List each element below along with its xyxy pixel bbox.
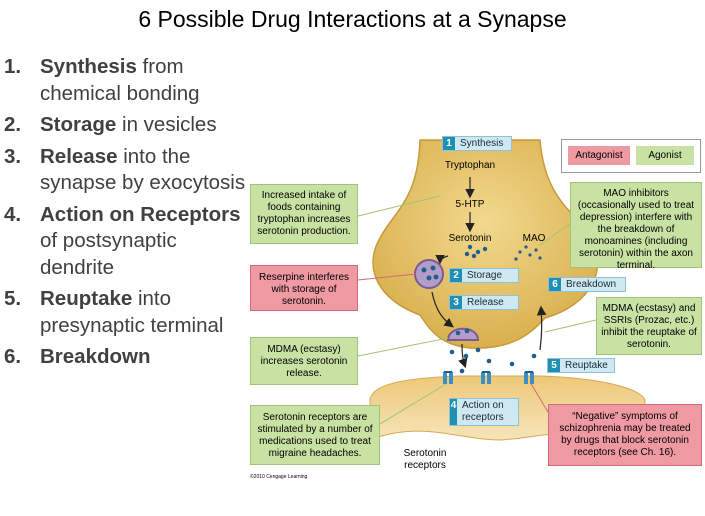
- connector-line: [357, 337, 449, 357]
- step-item: 5. Reuptake into presynaptic terminal: [4, 286, 250, 339]
- step-number: 4.: [4, 202, 22, 226]
- tag-number: 4: [450, 399, 457, 425]
- serotonin-dot: [426, 275, 432, 281]
- legend-antagonist: Antagonist: [568, 146, 630, 165]
- serotonin-dot: [471, 253, 477, 259]
- step-description: into the synapse by exocytosis: [40, 144, 246, 195]
- serotonin-dot: [430, 265, 436, 271]
- serotonin-dot: [449, 349, 455, 355]
- metabolite-dot: [518, 250, 522, 254]
- connector-line: [357, 195, 441, 217]
- tag-label: Breakdown: [566, 279, 617, 290]
- legend: Antagonist Agonist: [561, 139, 701, 173]
- step-number: 1.: [4, 55, 22, 78]
- step-item: 2. Storage in vesicles: [4, 112, 250, 139]
- serotonin-dot: [482, 246, 488, 252]
- tag-number: 2: [450, 269, 462, 282]
- storage-vesicle: [414, 259, 444, 289]
- serotonin-receptor: [481, 371, 491, 384]
- annotation-receptors-migraine: Serotonin receptors are stimulated by a …: [250, 405, 380, 465]
- metabolite-dot: [514, 257, 518, 261]
- step-number: 3.: [4, 144, 22, 168]
- serotonin-dot: [455, 330, 461, 336]
- step-item: 6. Breakdown: [4, 344, 250, 371]
- step-keyword: Action on Receptors: [40, 202, 241, 226]
- serotonin-label: Serotonin: [448, 233, 492, 244]
- tag-storage: 2 Storage: [449, 268, 519, 283]
- tryptophan-label: Tryptophan: [444, 160, 496, 171]
- annotation-mao-inhibitors: MAO inhibitors (occasionally used to tre…: [570, 182, 702, 271]
- serotonin-receptor: [443, 371, 453, 384]
- serotonin-dot: [464, 328, 470, 334]
- step-item: 4. Action on Receptors of postsynaptic d…: [4, 202, 250, 282]
- step-number: 2.: [4, 113, 22, 136]
- receptors-label: Serotonin receptors: [403, 448, 447, 471]
- step-description: in vesicles: [116, 113, 217, 136]
- step-keyword: Breakdown: [40, 345, 151, 368]
- tag-number: 5: [548, 359, 560, 372]
- step-number: 6.: [4, 345, 22, 368]
- tag-action: 4 Action on receptors: [449, 398, 519, 426]
- annotation-reserpine: Reserpine interferes with storage of ser…: [250, 265, 358, 311]
- tag-number: 6: [549, 278, 561, 291]
- step-list: 1. Synthesis from chemical bonding 2. St…: [4, 54, 250, 376]
- step-keyword: Reuptake: [40, 287, 133, 310]
- connector-line: [529, 381, 549, 413]
- legend-agonist: Agonist: [636, 146, 694, 165]
- tag-label: Synthesis: [460, 138, 504, 149]
- serotonin-receptor: [524, 371, 534, 384]
- serotonin-dot: [433, 274, 439, 280]
- mao-label: MAO: [522, 233, 546, 244]
- annotation-mdma-ssri: MDMA (ecstasy) and SSRIs (Prozac, etc.) …: [596, 297, 702, 355]
- serotonin-dot: [467, 244, 473, 250]
- exocytosis-arrow: [458, 343, 468, 369]
- step-item: 1. Synthesis from chemical bonding: [4, 54, 250, 107]
- tag-label: Storage: [467, 270, 503, 281]
- tag-number: 3: [450, 296, 462, 309]
- connector-line: [544, 319, 597, 333]
- five-htp-label: 5-HTP: [455, 199, 485, 210]
- tag-synthesis: 1 Synthesis: [442, 136, 512, 151]
- tag-label: Action on receptors: [461, 400, 504, 423]
- tag-label: Reuptake: [565, 360, 608, 371]
- tag-release: 3 Release: [449, 295, 519, 310]
- slide-title: 6 Possible Drug Interactions at a Synaps…: [138, 6, 567, 32]
- serotonin-dot: [486, 358, 492, 364]
- step-keyword: Synthesis: [40, 55, 137, 78]
- annotation-schizophrenia: “Negative” symptoms of schizophrenia may…: [548, 404, 702, 466]
- serotonin-dot: [464, 251, 470, 257]
- annotation-mdma-release: MDMA (ecstasy) increases serotonin relea…: [250, 337, 358, 385]
- serotonin-dot: [509, 361, 515, 367]
- storage-arrow: [435, 254, 449, 265]
- step-keyword: Release: [40, 144, 118, 168]
- step-item: 3. Release into the synapse by exocytosi…: [4, 144, 250, 197]
- step-number: 5.: [4, 287, 22, 310]
- copyright-label: ©2010 Cengage Learning: [250, 474, 308, 480]
- step-description: into presynaptic terminal: [40, 287, 224, 337]
- annotation-tryptophan-foods: Increased intake of foods containing try…: [250, 184, 358, 244]
- tag-reuptake: 5 Reuptake: [547, 358, 615, 373]
- tag-label: Release: [467, 297, 504, 308]
- release-arrow: [431, 291, 454, 328]
- serotonin-dot: [421, 267, 427, 273]
- serotonin-dot: [459, 368, 465, 374]
- metabolite-dot: [534, 248, 538, 252]
- metabolite-dot: [524, 245, 528, 249]
- reuptake-arrow: [536, 305, 547, 351]
- serotonin-dot: [475, 347, 481, 353]
- metabolite-dot: [538, 256, 542, 260]
- tag-breakdown: 6 Breakdown: [548, 277, 626, 292]
- connector-line: [357, 273, 417, 281]
- serotonin-dot: [463, 353, 469, 359]
- step-description: of postsynaptic dendrite: [40, 229, 177, 279]
- connector-line: [539, 223, 571, 246]
- serotonin-dot: [475, 249, 481, 255]
- step-description: from chemical bonding: [40, 55, 200, 105]
- tag-number: 1: [443, 137, 455, 150]
- step-keyword: Storage: [40, 113, 117, 136]
- serotonin-dot: [531, 353, 537, 359]
- metabolite-dot: [528, 253, 532, 257]
- connector-line: [379, 383, 447, 425]
